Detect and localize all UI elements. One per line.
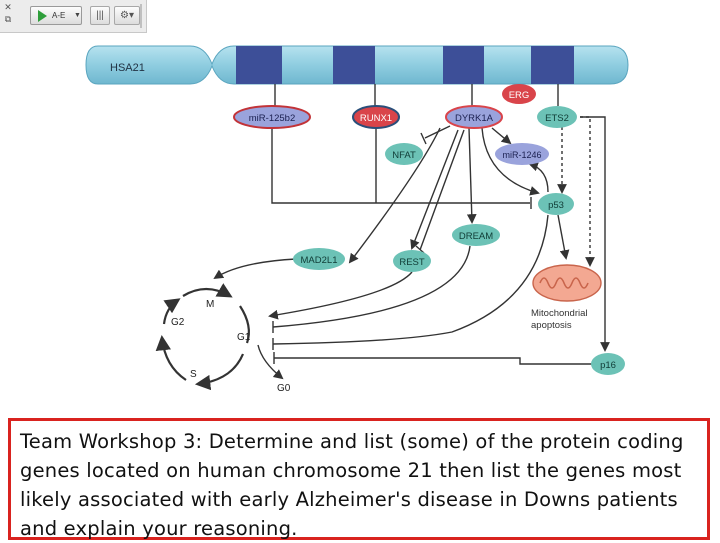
node-runx1-label: RUNX1 bbox=[360, 113, 392, 124]
node-p16-label: p16 bbox=[600, 360, 616, 371]
phase-s-label: S bbox=[190, 369, 197, 380]
chromosome-band bbox=[531, 46, 574, 84]
slideshow-toolbar: ✕ ⧉ A-E ▼ ||| ⚙▾ bbox=[0, 0, 147, 33]
node-p53: p53 bbox=[538, 193, 574, 215]
dropdown-caret-icon[interactable]: ▼ bbox=[74, 12, 81, 19]
play-button[interactable]: A-E bbox=[30, 6, 82, 25]
phase-g0-label: G0 bbox=[277, 383, 291, 394]
chromosome-band bbox=[443, 46, 484, 84]
mitochondria-icon bbox=[532, 264, 602, 302]
node-dream: DREAM bbox=[452, 224, 500, 246]
play-label: A-E bbox=[52, 11, 66, 20]
node-p53-label: p53 bbox=[548, 200, 564, 211]
node-mir125b2: miR-125b2 bbox=[233, 105, 311, 129]
node-nfat-label: NFAT bbox=[392, 150, 416, 161]
node-p16: p16 bbox=[591, 353, 625, 375]
gear-icon: ⚙▾ bbox=[120, 10, 134, 21]
restore-icon[interactable]: ⧉ bbox=[4, 14, 12, 24]
node-mad2l1: MAD2L1 bbox=[293, 248, 345, 270]
chromosome-label: HSA21 bbox=[110, 62, 145, 74]
node-erg-label: ERG bbox=[509, 90, 530, 101]
node-dyrk1a: DYRK1A bbox=[445, 105, 503, 129]
play-icon bbox=[38, 10, 47, 22]
chromosome-band bbox=[236, 46, 282, 84]
node-dream-label: DREAM bbox=[459, 231, 493, 242]
node-runx1: RUNX1 bbox=[352, 105, 400, 129]
node-mad2l1-label: MAD2L1 bbox=[301, 255, 338, 266]
toolbar-divider bbox=[140, 4, 142, 28]
phase-g2-label: G2 bbox=[171, 317, 185, 328]
workshop-caption: Team Workshop 3: Determine and list (som… bbox=[8, 418, 710, 540]
pathway-diagram: HSA21 bbox=[85, 45, 629, 394]
node-dyrk1a-label: DYRK1A bbox=[455, 113, 494, 124]
bars-icon: ||| bbox=[96, 10, 104, 21]
node-ets2: ETS2 bbox=[537, 106, 577, 128]
chromosome-hsa21: HSA21 bbox=[85, 45, 629, 85]
cell-cycle bbox=[155, 283, 250, 391]
node-rest-label: REST bbox=[399, 257, 425, 268]
node-mir1246-label: miR-1246 bbox=[502, 150, 541, 160]
mitochondria-label-line2: apoptosis bbox=[531, 320, 572, 331]
phase-m-label: M bbox=[206, 299, 214, 310]
chromosome-band bbox=[333, 46, 375, 84]
bars-button[interactable]: ||| bbox=[90, 6, 110, 25]
node-mir125b2-label: miR-125b2 bbox=[249, 113, 295, 124]
node-erg: ERG bbox=[502, 84, 536, 104]
node-mir1246: miR-1246 bbox=[495, 143, 549, 165]
node-nfat: NFAT bbox=[385, 143, 423, 165]
close-icon[interactable]: ✕ bbox=[4, 2, 12, 12]
pathway-edges bbox=[213, 84, 610, 380]
node-ets2-label: ETS2 bbox=[545, 113, 569, 124]
phase-g1-label: G1 bbox=[237, 332, 251, 343]
node-rest: REST bbox=[393, 250, 431, 272]
mitochondria-label-line1: Mitochondrial bbox=[531, 308, 588, 319]
settings-button[interactable]: ⚙▾ bbox=[114, 6, 140, 25]
